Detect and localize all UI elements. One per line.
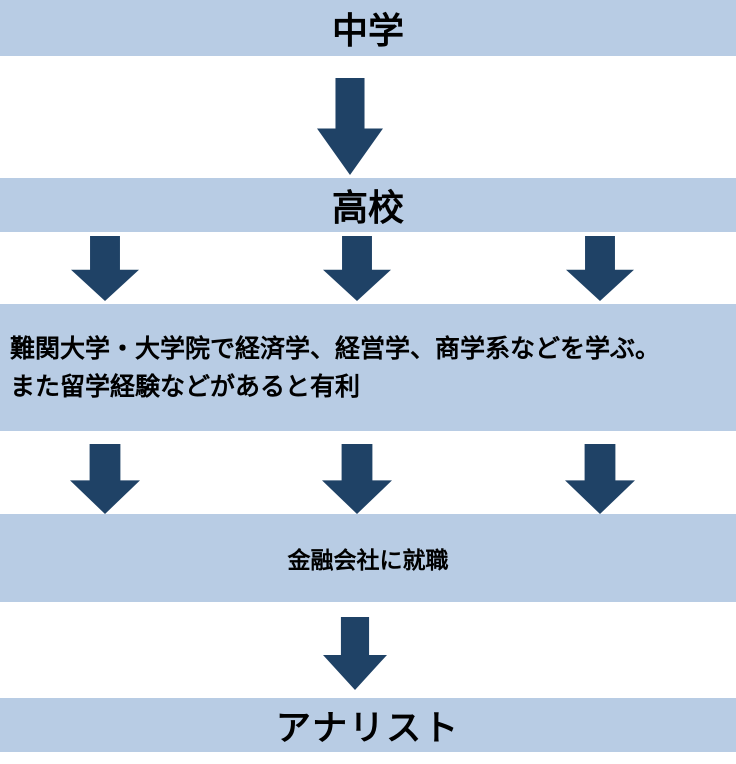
down-arrow-icon [323, 617, 387, 690]
down-arrow-icon [322, 444, 392, 514]
step-band-analyst: アナリスト [0, 698, 736, 752]
step-label-analyst: アナリスト [275, 708, 461, 749]
down-arrow-icon [70, 444, 140, 514]
down-arrow-icon [565, 444, 635, 514]
step-label-employment: 金融会社に就職 [287, 548, 449, 574]
step-band-high-school: 高校 [0, 178, 736, 232]
down-arrow-icon [317, 78, 383, 175]
step-label-high-school: 高校 [331, 188, 404, 229]
down-arrow-icon [71, 236, 139, 301]
step-label-middle-school: 中学 [331, 11, 404, 52]
step-label-university: 難関大学・大学院で経済学、経営学、商学系などを学ぶ。 また留学経験などがあると有… [10, 334, 661, 401]
step-band-employment: 金融会社に就職 [0, 514, 736, 602]
down-arrow-icon [323, 236, 391, 301]
step-band-middle-school: 中学 [0, 0, 736, 56]
down-arrow-icon [566, 236, 634, 301]
step-band-university: 難関大学・大学院で経済学、経営学、商学系などを学ぶ。 また留学経験などがあると有… [0, 304, 736, 431]
